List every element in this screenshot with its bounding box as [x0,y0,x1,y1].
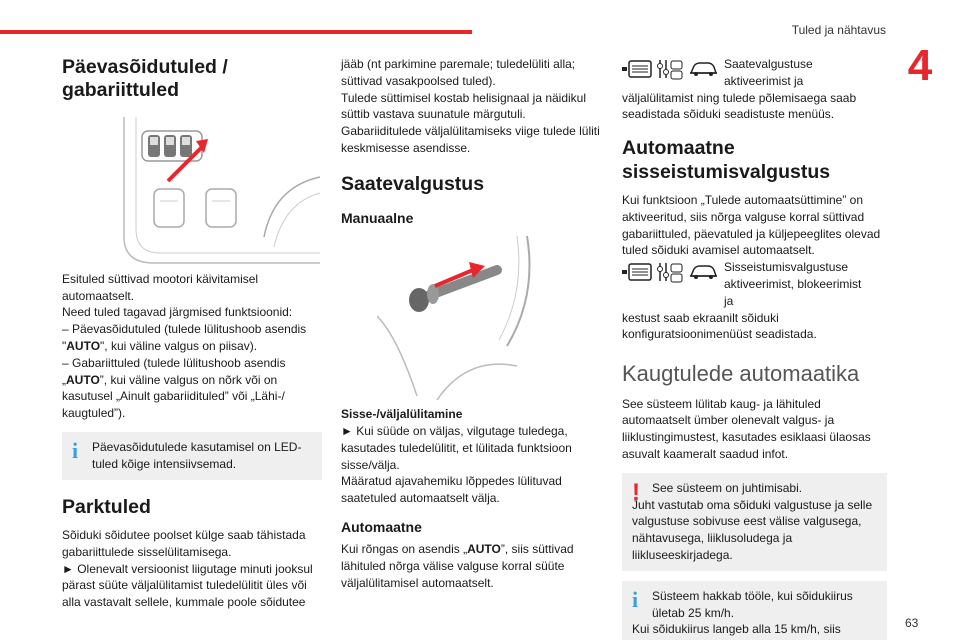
info-text: Süsteem hakkab tööle, kui sõidukiirus ül… [652,588,853,620]
icon-caption: Saatevalgustuse aktiveerimist ja [724,57,813,88]
paragraph: Määratud ajavahemiku lõppedes lülituvad … [341,474,562,506]
column-2: jääb (nt parkimine paremale; tuledelülit… [341,56,601,591]
list-item: – Gabariittuled (tulede lülitushoob asen… [62,355,286,421]
info-icon: i [72,437,79,463]
paragraph: Esituled süttivad mootori käivitamisel a… [62,271,259,303]
paragraph: Gabariiditulede väljalülitamiseks viige … [341,124,600,155]
subsection-title-switch: Sisse-/väljalülitamine [341,407,463,422]
section-title-welcome-lighting: Automaatne sisseistumisvalgustus [622,137,831,183]
settings-icon-row: Sisseistumisvalgustuse aktiveerimist, bl… [622,259,887,309]
paragraph: jääb (nt parkimine paremale; tuledelülit… [341,57,576,88]
screen-menu-icon [622,263,652,281]
paragraph: See süsteem lülitab kaug- ja lähituled a… [622,396,871,461]
header-accent-bar [0,30,472,34]
settings-icon-row: Saatevalgustuse aktiveerimist ja [622,56,887,90]
vehicle-settings-icon [657,60,683,80]
chapter-number: 4 [907,41,933,90]
section-title-guide-me-home: Saatevalgustus [341,172,485,195]
dashboard-light-switch-illustration [114,116,320,265]
column-1: Päevasõidutuled / gabariittuled Esituled… [62,56,322,611]
paragraph: Kui funktsioon „Tulede automaatsüttimine… [622,192,881,258]
warning-box: ! See süsteem on juhtimisabi. Juht vastu… [622,472,887,571]
paragraph: ► Olenevalt versioonist liigutage minuti… [62,561,313,610]
paragraph: Need tuled tagavad järgmised funktsiooni… [62,305,293,320]
paragraph: Tulede süttimisel kostab helisignaal ja … [341,90,587,122]
section-title-auto-high-beam: Kaugtulede automaatika [622,361,860,387]
info-icon: i [632,586,639,612]
column-3: Saatevalgustuse aktiveerimist ja väljalü… [622,56,887,640]
info-text: Kui sõidukiirus langeb alla 15 km/h, sii… [632,622,841,640]
page-number: 63 [905,616,919,630]
section-title-daytime-lights: Päevasõidutuled / gabariittuled [62,56,228,102]
settings-icons [622,259,718,283]
paragraph: väljalülitamist ning tulede põlemisaega … [622,90,857,122]
warning-text: Juht vastutab oma sõiduki valgustuse ja … [632,497,873,562]
info-text: Päevasõidutulede kasutamisel on LED-tule… [92,439,302,471]
chapter-title: Tuled ja nähtavus [791,23,886,37]
section-title-parking-lights: Parktuled [62,495,151,518]
info-box: i Süsteem hakkab tööle, kui sõidukiirus … [622,580,887,640]
icon-caption: Sisseistumisvalgustuse aktiveerimist, bl… [724,260,862,308]
car-icon [689,62,718,76]
subsection-title-manual: Manuaalne [341,210,414,227]
warning-icon: ! [632,478,640,506]
car-icon [689,265,718,280]
paragraph: Kui rõngas on asendis „AUTO”, siis sütti… [341,541,574,590]
steering-stalk-illustration [377,236,537,401]
settings-icons [622,56,718,80]
screen-menu-icon [622,60,652,78]
warning-text: See süsteem on juhtimisabi. [652,480,803,495]
paragraph: Sõiduki sõidutee poolset külge saab tähi… [62,527,306,559]
paragraph: ► Kui süüde on väljas, vilgutage tuledeg… [341,423,572,472]
list-item: – Päevasõidutuled (tulede lülitushoob as… [62,322,307,353]
paragraph: kestust saab ekraanilt sõiduki konfigura… [622,310,817,342]
info-box: i Päevasõidutulede kasutamisel on LED-tu… [62,431,322,480]
vehicle-settings-icon [657,263,683,283]
subsection-title-automatic: Automaatne [341,518,422,535]
